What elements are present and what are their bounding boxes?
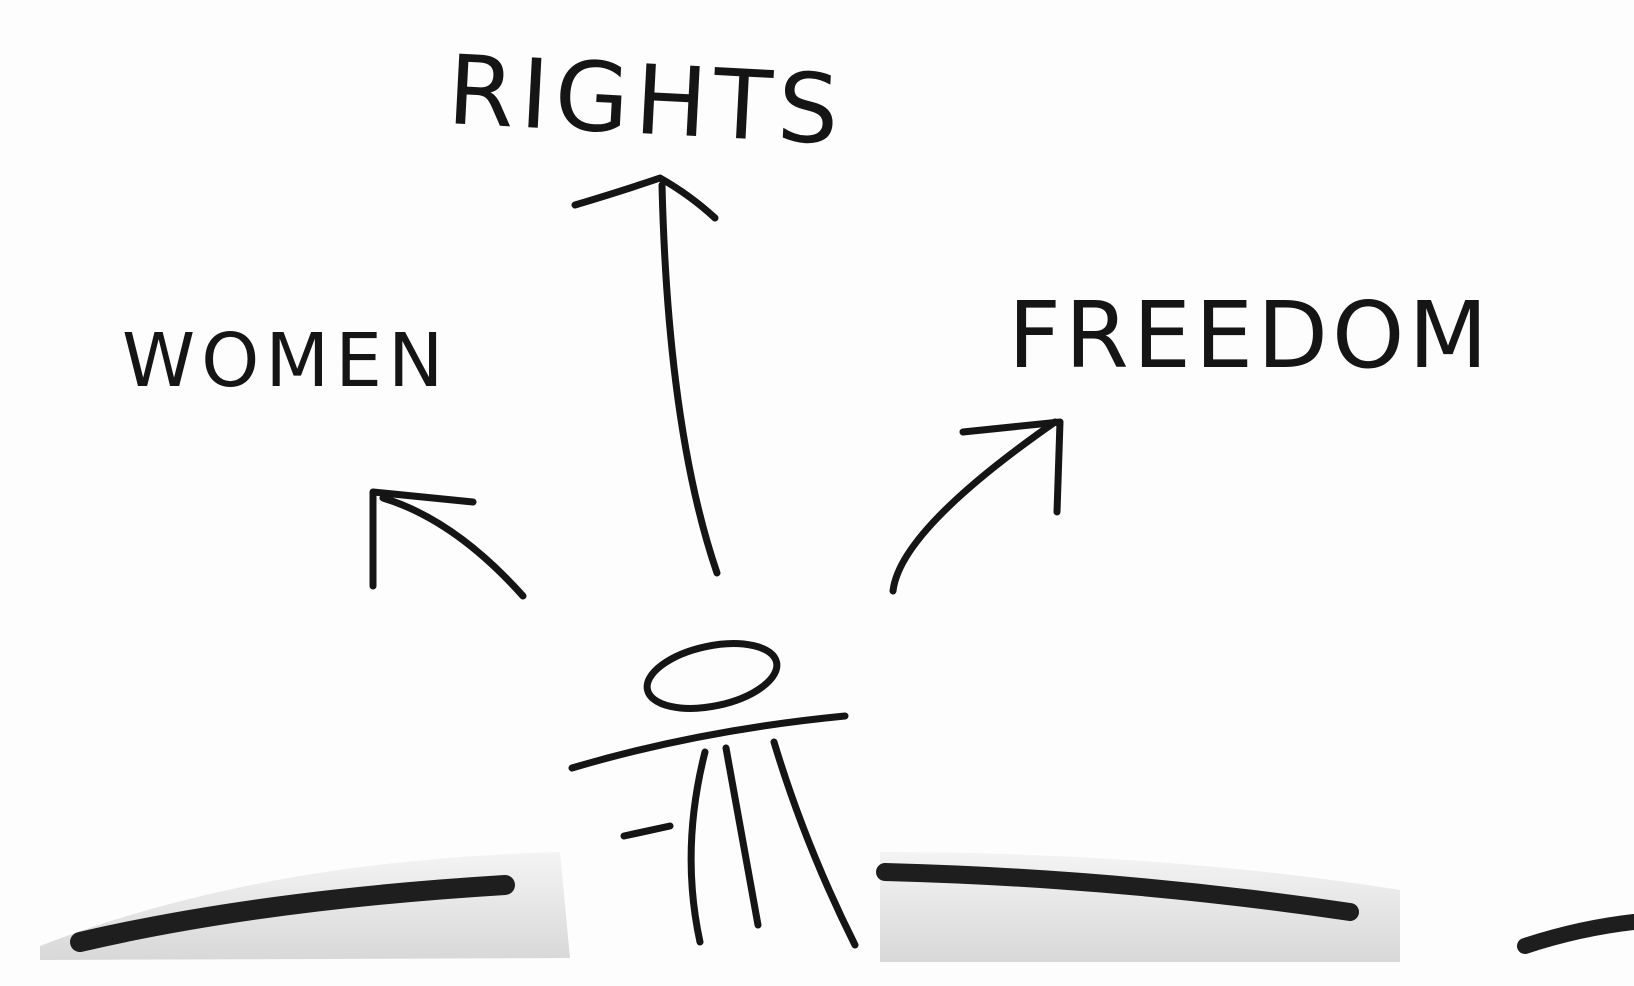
arrow-to-rights: [575, 178, 717, 573]
arrow-to-women: [373, 492, 523, 596]
ground-stroke-far-right: [1525, 922, 1634, 946]
label-rights: RIGHTS: [445, 34, 847, 167]
label-freedom: FREEDOM: [1008, 282, 1492, 389]
arrow-to-freedom: [893, 422, 1060, 591]
halo-icon: [641, 633, 783, 719]
figure-with-halo: [572, 633, 855, 945]
label-women: WOMEN: [122, 318, 449, 404]
